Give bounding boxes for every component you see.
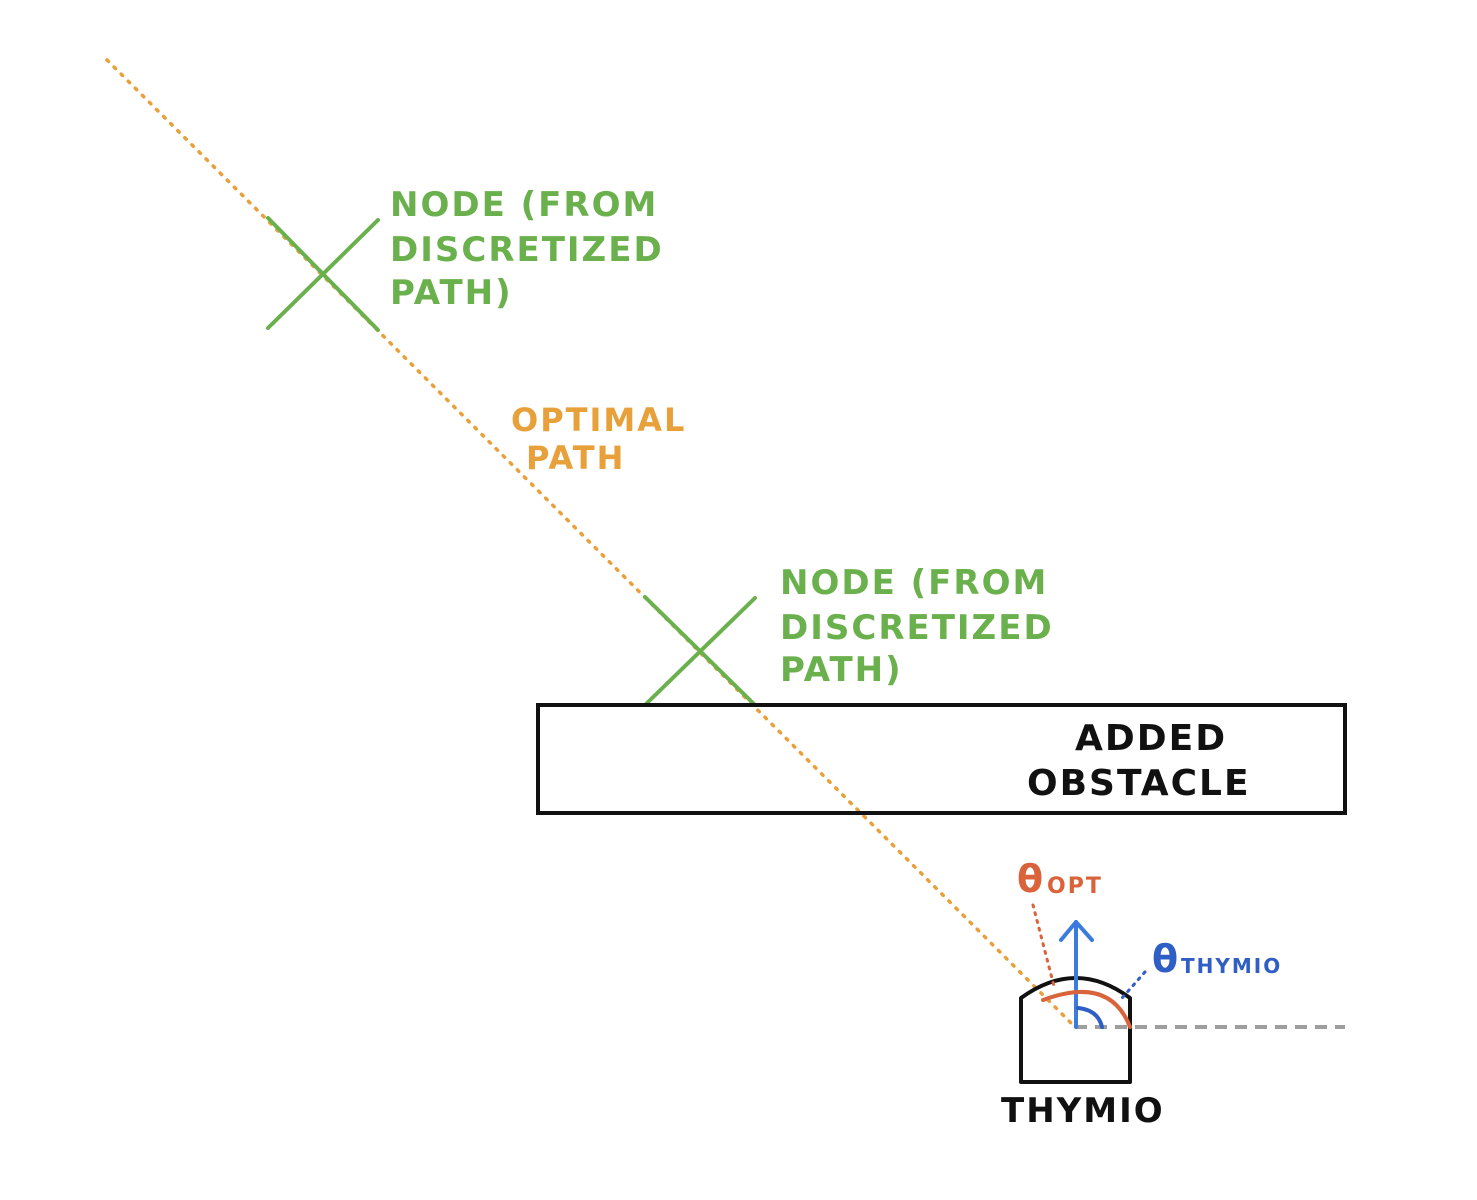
thymio-robot-body — [1019, 976, 1132, 1084]
svg-text:OPT: OPT — [1047, 874, 1103, 899]
theta-opt-leader — [1031, 903, 1057, 992]
heading-arrow — [1059, 920, 1094, 1029]
node-label-2: NODE (FROM DISCRETIZED PATH) — [780, 563, 1068, 690]
node-label-1: NODE (FROM DISCRETIZED PATH) — [390, 185, 678, 313]
svg-text:θ: θ — [1152, 937, 1180, 981]
theta-thymio-arc — [1076, 1006, 1104, 1029]
node-marker-2 — [643, 595, 757, 707]
theta-thymio-label: θ THYMIO — [1152, 937, 1282, 981]
added-obstacle — [536, 703, 1347, 815]
optimal-path-line — [105, 58, 1075, 1027]
obstacle-label: ADDED OBSTACLE — [1027, 718, 1251, 804]
svg-text:THYMIO: THYMIO — [1181, 954, 1282, 978]
optimal-path-label: OPTIMAL PATH — [511, 401, 700, 477]
theta-thymio-leader — [1120, 970, 1147, 1000]
theta-opt-label: θ OPT — [1017, 857, 1103, 901]
node-marker-1 — [266, 216, 380, 332]
svg-text:θ: θ — [1017, 857, 1045, 901]
theta-opt-arc — [1041, 990, 1132, 1029]
thymio-label: THYMIO — [1001, 1091, 1165, 1131]
